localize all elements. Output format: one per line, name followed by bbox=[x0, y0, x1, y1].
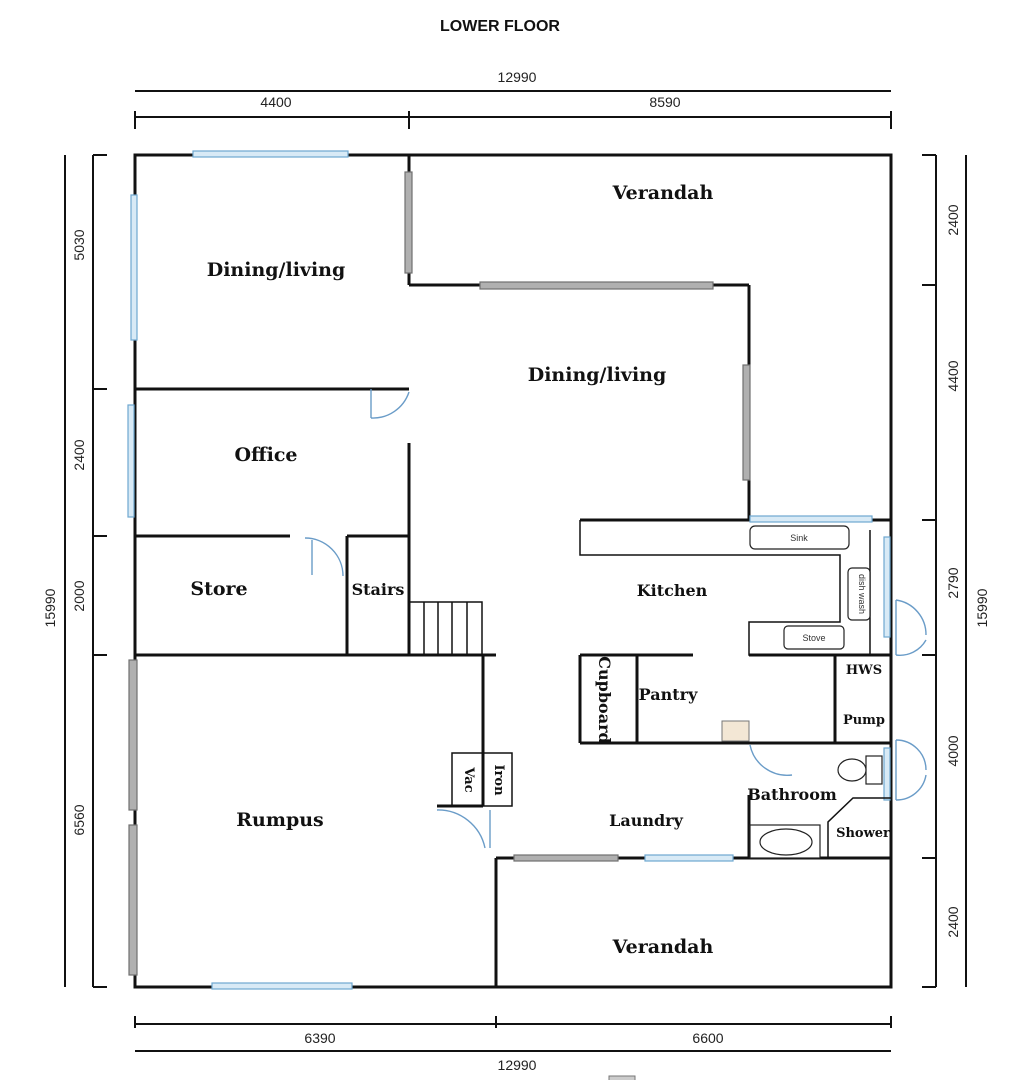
slider-rumpus-1 bbox=[128, 659, 138, 811]
dim-left-4: 6560 bbox=[71, 804, 87, 835]
label-stairs: Stairs bbox=[352, 580, 405, 599]
label-bathroom: Bathroom bbox=[747, 785, 837, 804]
sink-fixture bbox=[749, 525, 850, 550]
sliding-doors bbox=[128, 171, 751, 976]
dimension-lines: 12990 4400 8590 6390 6600 12990 15990 50… bbox=[42, 69, 990, 1073]
label-kitchen: Kitchen bbox=[637, 581, 708, 600]
label-rumpus: Rumpus bbox=[236, 809, 324, 831]
dim-right-4: 4000 bbox=[945, 735, 961, 766]
dim-right-total: 15990 bbox=[974, 588, 990, 627]
windows bbox=[127, 150, 891, 990]
dishwash-label: dish wash bbox=[857, 574, 867, 614]
shower-screen bbox=[827, 797, 891, 858]
label-vac: Vac bbox=[461, 766, 476, 792]
dim-left-3: 2000 bbox=[71, 580, 87, 611]
window-bathroom bbox=[883, 747, 891, 801]
dim-right-3: 2790 bbox=[945, 567, 961, 598]
dim-top-total: 12990 bbox=[498, 69, 537, 85]
slider-dining bbox=[479, 281, 714, 290]
dim-bottom-left: 6390 bbox=[304, 1030, 335, 1046]
fixtures: Sink dish wash Stove bbox=[451, 520, 891, 1080]
window-office bbox=[127, 404, 135, 518]
label-dining-center: Dining/living bbox=[528, 364, 667, 386]
label-pump: Pump bbox=[843, 713, 885, 728]
dim-top-right: 8590 bbox=[649, 94, 680, 110]
window-laundry bbox=[644, 854, 734, 862]
dim-left-total: 15990 bbox=[42, 588, 58, 627]
label-verandah-top: Verandah bbox=[612, 182, 714, 204]
label-iron: Iron bbox=[491, 764, 506, 796]
dim-right-5: 2400 bbox=[945, 906, 961, 937]
label-dining-left: Dining/living bbox=[207, 259, 346, 281]
label-office: Office bbox=[234, 444, 297, 466]
slider-laundry bbox=[513, 854, 619, 862]
sink-label: Sink bbox=[790, 533, 808, 543]
dishwasher-fixture bbox=[847, 567, 871, 621]
window-bottom bbox=[211, 982, 353, 990]
dim-left-2: 2400 bbox=[71, 439, 87, 470]
stove-label: Stove bbox=[802, 633, 825, 643]
door-swings bbox=[304, 389, 927, 849]
dim-left-1: 5030 bbox=[71, 229, 87, 260]
plan-title: LOWER FLOOR bbox=[440, 18, 560, 35]
window-kitchen-side bbox=[883, 536, 891, 638]
vac-iron-cupboard bbox=[451, 752, 513, 807]
dim-top-left: 4400 bbox=[260, 94, 291, 110]
label-cupboard: Cupboard bbox=[595, 656, 614, 743]
label-hws: HWS bbox=[846, 663, 882, 678]
room-labels: Verandah Dining/living Dining/living Off… bbox=[190, 182, 890, 958]
stove-fixture bbox=[783, 625, 845, 650]
dim-right-2: 4400 bbox=[945, 360, 961, 391]
window-kitchen bbox=[749, 515, 873, 523]
toilet-bowl bbox=[837, 758, 867, 782]
dim-bottom-total: 12990 bbox=[498, 1057, 537, 1073]
slider-right bbox=[742, 364, 751, 481]
slider-top bbox=[404, 171, 413, 274]
pantry-box bbox=[721, 720, 750, 742]
stair-treads bbox=[408, 601, 483, 656]
label-laundry: Laundry bbox=[609, 811, 684, 830]
small-square bbox=[608, 1075, 636, 1080]
dim-right-1: 2400 bbox=[945, 204, 961, 235]
window-top bbox=[192, 150, 349, 158]
label-shower: Shower bbox=[836, 826, 890, 841]
label-verandah-bottom: Verandah bbox=[612, 936, 714, 958]
toilet-cistern bbox=[865, 755, 883, 785]
label-store: Store bbox=[190, 578, 247, 600]
basin bbox=[759, 828, 813, 856]
dim-bottom-right: 6600 bbox=[692, 1030, 723, 1046]
label-pantry: Pantry bbox=[639, 685, 698, 704]
window-left-1 bbox=[130, 194, 138, 341]
slider-rumpus-2 bbox=[128, 824, 138, 976]
